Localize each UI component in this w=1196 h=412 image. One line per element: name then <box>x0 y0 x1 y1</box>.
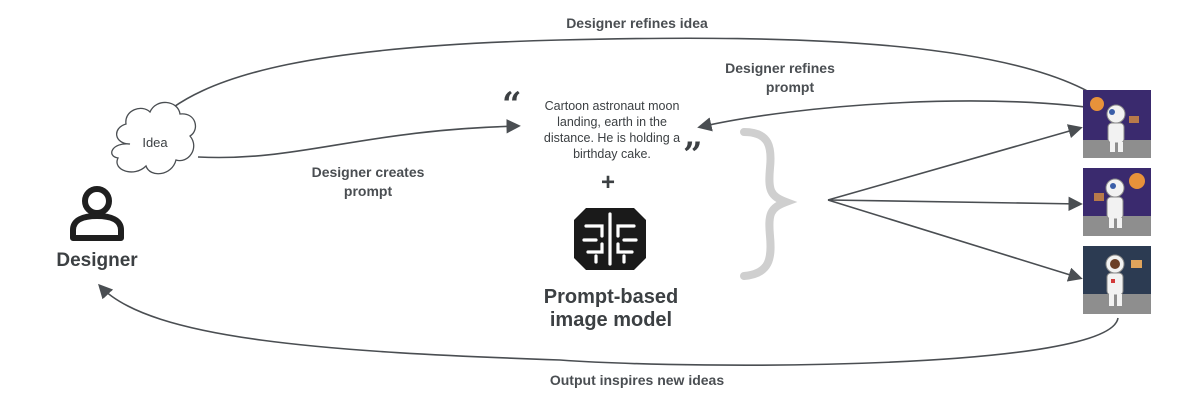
label-creates-prompt-1: Designer creates <box>312 164 425 180</box>
prompt-line: birthday cake. <box>573 147 651 161</box>
curly-brace <box>740 128 798 280</box>
arrow-refine-prompt <box>697 100 1119 132</box>
arrow-creates-prompt <box>197 119 521 159</box>
cloud-icon <box>111 101 197 175</box>
label-refine-idea: Designer refines idea <box>566 15 708 31</box>
idea-label: Idea <box>142 135 168 150</box>
output-image-3 <box>1083 246 1151 314</box>
designer-label: Designer <box>56 250 138 271</box>
arrow-output-2 <box>827 196 1083 212</box>
prompt-text: Cartoon astronaut moon landing, earth in… <box>544 99 680 161</box>
label-refine-prompt-2: prompt <box>766 79 815 95</box>
arrow-output-3 <box>827 199 1083 282</box>
prompt-line: Cartoon astronaut moon <box>545 99 680 113</box>
close-quote-icon: ” <box>683 135 703 175</box>
plus-sign: + <box>601 169 615 196</box>
output-image-2 <box>1083 168 1151 236</box>
arrow-output-inspires <box>98 283 1119 366</box>
label-output-inspires: Output inspires new ideas <box>550 372 724 388</box>
output-image-1 <box>1083 90 1151 158</box>
prompt-line: distance. He is holding a <box>544 131 680 145</box>
label-refine-prompt-1: Designer refines <box>725 60 835 76</box>
prompt-line: landing, earth in the <box>557 115 667 129</box>
person-icon <box>70 186 124 241</box>
open-quote-icon: “ <box>502 85 522 125</box>
label-creates-prompt-2: prompt <box>344 183 393 199</box>
brain-chip-icon <box>574 208 646 270</box>
model-label-1: Prompt-based <box>544 286 678 308</box>
model-label-2: image model <box>550 309 672 331</box>
arrow-output-1 <box>827 124 1083 201</box>
arrow-refine-idea <box>148 37 1119 131</box>
